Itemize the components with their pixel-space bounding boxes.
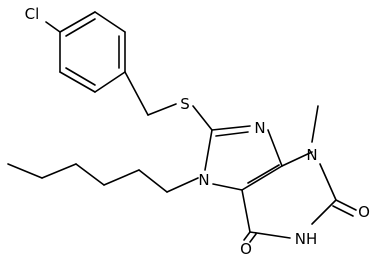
chlorophenyl-ring — [59, 11, 126, 93]
bond-s-c8 — [192, 105, 213, 131]
imidazole-ring — [204, 125, 283, 191]
o6-atom: O — [240, 240, 252, 258]
bond-hexyl-3 — [103, 169, 140, 186]
bond-c2-o — [335, 199, 357, 211]
n7-atom: N — [198, 171, 209, 189]
bond-ring-inner-1 — [65, 18, 96, 37]
bond-n3-methyl — [311, 105, 319, 143]
bond-n1-c6 — [249, 231, 291, 239]
bond-ring-inner-3 — [65, 67, 96, 86]
bond-c2-n1 — [311, 199, 337, 225]
bond-c4-c5 — [241, 165, 283, 191]
n3-atom: N — [306, 146, 317, 164]
bond-c5-c4-double — [247, 164, 280, 184]
pyrimidine-ring — [241, 151, 337, 239]
bond-hexyl-5 — [41, 163, 77, 179]
hexyl-chain — [7, 163, 199, 193]
bond-hexyl-4 — [75, 163, 105, 186]
bond-c5-n7 — [212, 183, 243, 191]
chlorine-atom: Cl — [25, 5, 40, 23]
bond-ring-1 — [59, 11, 96, 33]
sulfur-atom: S — [180, 95, 190, 113]
bond-c6-o — [243, 231, 251, 241]
bond-ring-4 — [94, 71, 126, 93]
bond-c-cl — [45, 21, 61, 33]
bond-n3-c2 — [319, 163, 337, 201]
bond-c8-n9 — [211, 125, 251, 131]
bond-ch2-s — [147, 103, 177, 116]
bond-hexyl-6 — [7, 163, 43, 179]
bond-c6-c5 — [241, 189, 251, 233]
bond-hexyl-1 — [166, 177, 199, 193]
bond-c2-o-double — [332, 205, 354, 217]
bond-ring-2 — [94, 11, 126, 33]
bond-ring-5 — [59, 71, 96, 93]
bond-c8-n9-double — [215, 131, 249, 137]
bond-ring-ch2 — [124, 71, 149, 116]
n9-atom: N — [254, 119, 265, 137]
bond-c4-n3 — [281, 151, 313, 167]
bond-c6-o-double — [249, 233, 257, 243]
o2-atom: O — [358, 203, 370, 221]
bond-hexyl-2 — [138, 169, 168, 193]
n1h-atom: NH — [295, 230, 318, 248]
bond-n9-c4 — [267, 129, 283, 167]
bond-n7-c8 — [204, 129, 213, 171]
